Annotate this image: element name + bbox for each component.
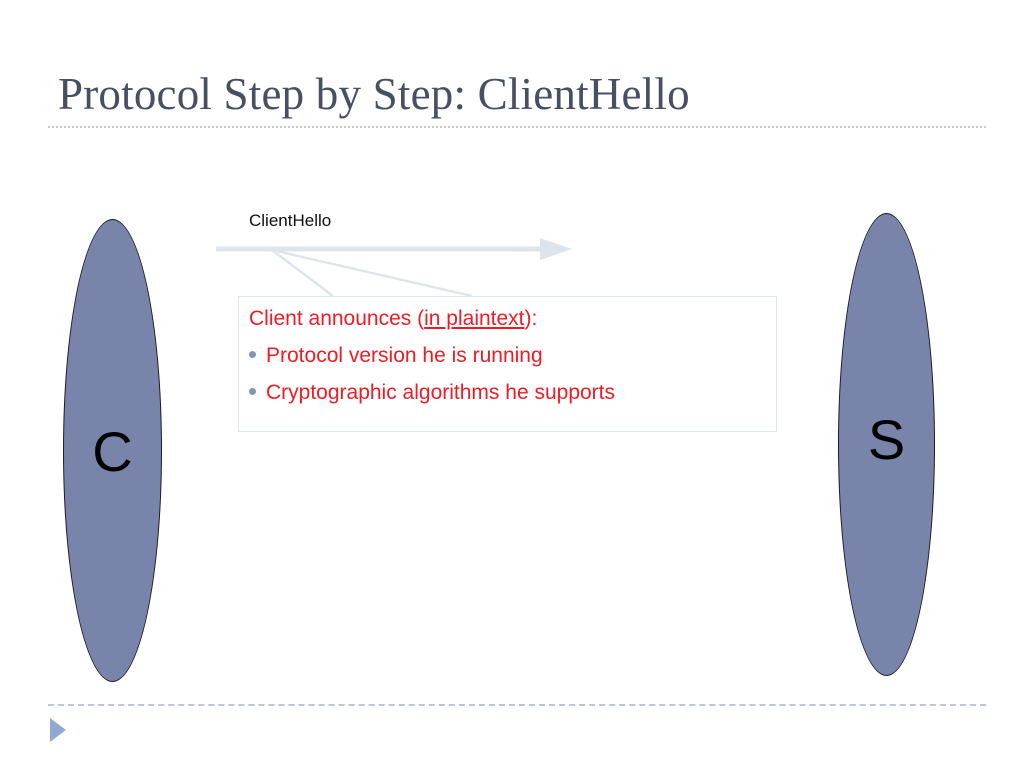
message-arrow-shaft (216, 246, 540, 252)
callout-heading: Client announces (in plaintext): (249, 305, 537, 333)
callout-leader-line-left (271, 249, 334, 297)
play-triangle-icon (50, 718, 66, 742)
list-item: Cryptographic algorithms he supports (249, 379, 615, 407)
message-label: ClientHello (249, 211, 332, 230)
client-ellipse: C (63, 219, 162, 682)
callout-heading-underlined: in plaintext (424, 307, 525, 330)
list-item-label: Cryptographic algorithms he supports (266, 381, 616, 404)
bullet-dot-icon (249, 388, 256, 396)
client-ellipse-label: C (92, 420, 133, 483)
server-ellipse: S (838, 213, 935, 676)
callout-heading-suffix: ): (524, 307, 538, 330)
title-divider (48, 126, 986, 128)
callout-leader-line-right (271, 248, 473, 298)
callout-heading-prefix: Client announces ( (249, 307, 425, 330)
list-item-label: Protocol version he is running (266, 344, 543, 367)
server-ellipse-label: S (867, 408, 906, 471)
footer-divider (48, 704, 986, 706)
message-arrow-head (540, 238, 572, 260)
list-item: Protocol version he is running (249, 342, 543, 370)
page-title: Protocol Step by Step: ClientHello (58, 69, 690, 119)
callout-box: Client announces (in plaintext): Protoco… (238, 296, 777, 432)
bullet-dot-icon (249, 351, 256, 359)
